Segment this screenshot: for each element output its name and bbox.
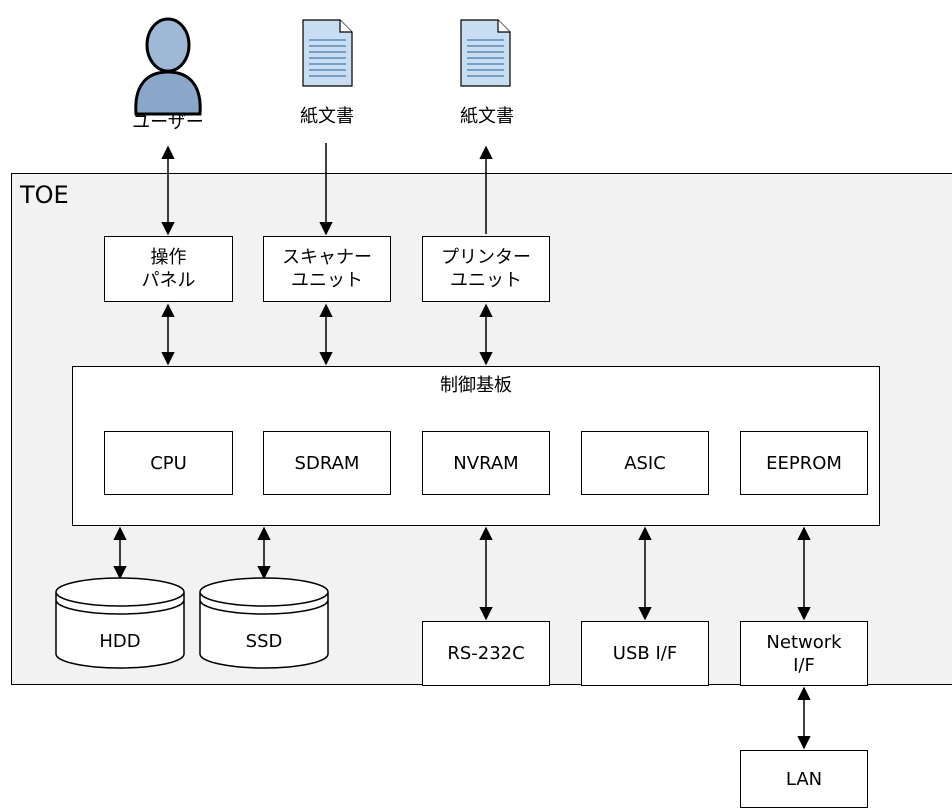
paper-input-label: 紙文書 (300, 106, 354, 127)
cpu-box: CPU (104, 431, 233, 495)
printer-unit-box: プリンター ユニット (422, 236, 550, 302)
sdram-box: SDRAM (263, 431, 391, 495)
rs232c-box: RS-232C (422, 621, 550, 686)
hdd-cylinder (55, 577, 185, 669)
user-label: ユーザー (132, 112, 204, 133)
operation-panel-box: 操作 パネル (104, 236, 233, 302)
usb-if-box: USB I/F (581, 621, 709, 686)
asic-box: ASIC (581, 431, 709, 495)
network-if-box: Network I/F (740, 621, 868, 686)
scanner-unit-box: スキャナー ユニット (263, 236, 391, 302)
document-icon-input (302, 19, 353, 87)
eeprom-box: EEPROM (740, 431, 868, 495)
nvram-box: NVRAM (422, 431, 550, 495)
lan-box: LAN (740, 750, 868, 808)
user-icon (134, 17, 202, 116)
ssd-cylinder (199, 577, 329, 669)
toe-label: TOE (20, 181, 69, 209)
hdd-label: HDD (99, 631, 141, 652)
document-icon-output (460, 19, 511, 87)
control-board-title: 制御基板 (440, 375, 512, 396)
ssd-label: SSD (245, 631, 283, 652)
paper-output-label: 紙文書 (460, 106, 514, 127)
